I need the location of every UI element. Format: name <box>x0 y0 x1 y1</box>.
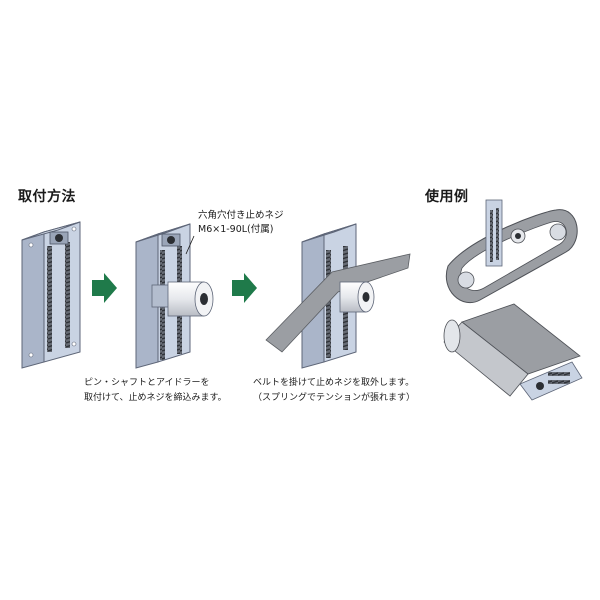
step1-caption-line1: ピン・シャフトとアイドラーを <box>84 378 210 388</box>
figure-bracket-step2 <box>135 223 214 369</box>
callout-leader-line <box>185 235 195 255</box>
figure-bracket-step3 <box>265 223 411 369</box>
step-arrow-2-icon <box>232 273 257 303</box>
step1-caption-line2: 取付けて、止めネジを締込みます。 <box>84 393 227 403</box>
spring-rod-left <box>326 250 331 358</box>
figure-bracket-step1 <box>21 221 81 369</box>
heading-mounting-method: 取付方法 <box>18 189 76 205</box>
spring-rod-left <box>47 246 52 352</box>
screw-callout-line2: M6×1-90L(付属) <box>198 224 274 235</box>
usage-example-conveyor <box>443 303 583 401</box>
step2-caption: ベルトを掛けて止めネジを取外します。 （スプリングでテンションが張れます） <box>253 376 415 406</box>
screw-callout: 六角穴付き止めネジ M6×1-90L(付属) <box>198 209 284 237</box>
hex-screw-icon <box>55 234 63 242</box>
step2-caption-line2: （スプリングでテンションが張れます） <box>253 393 416 403</box>
spring-rod-right <box>65 242 70 348</box>
step1-caption: ピン・シャフトとアイドラーを 取付けて、止めネジを締込みます。 <box>84 376 227 406</box>
step2-caption-line1: ベルトを掛けて止めネジを取外します。 <box>253 378 415 388</box>
usage-example-belt-loop <box>445 199 578 304</box>
hex-screw-icon <box>167 236 175 244</box>
step-arrow-1-icon <box>92 273 117 303</box>
belt <box>265 253 411 353</box>
screw-callout-line1: 六角穴付き止めネジ <box>198 210 284 221</box>
heading-usage-example: 使用例 <box>425 189 469 205</box>
